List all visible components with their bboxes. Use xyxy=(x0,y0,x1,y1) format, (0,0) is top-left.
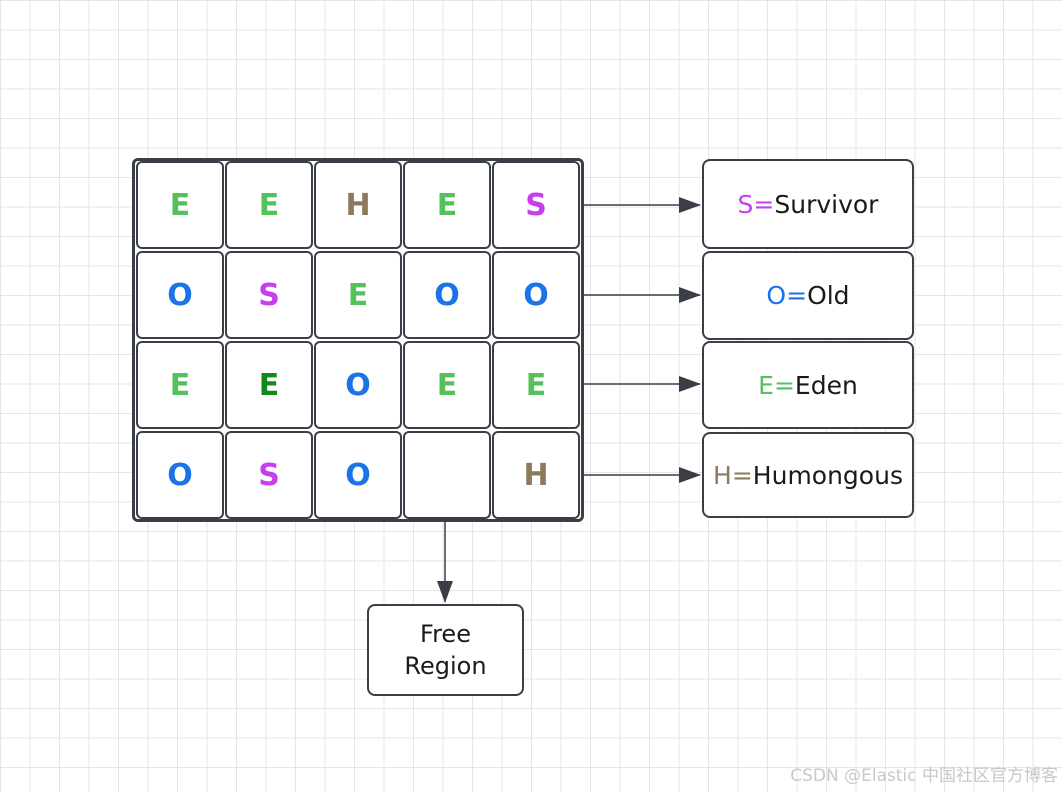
legend-name: Old xyxy=(807,281,850,310)
region-cell-o: O xyxy=(136,431,224,519)
region-cell-e: E xyxy=(225,341,313,429)
legend-name: Survivor xyxy=(774,189,879,219)
legend-key: E xyxy=(758,370,774,400)
region-cell-e: E xyxy=(225,161,313,249)
region-cell-e: E xyxy=(136,341,224,429)
region-cell-e: E xyxy=(314,251,402,339)
region-cell-o: O xyxy=(492,251,580,339)
legend-key: S xyxy=(737,189,754,219)
legend-item-eden: E=Eden xyxy=(702,341,914,429)
legend-key: H xyxy=(713,460,732,490)
region-cell-h: H xyxy=(492,431,580,519)
legend-item-humongous: H=Humongous xyxy=(702,432,914,518)
watermark: CSDN @Elastic 中国社区官方博客 xyxy=(790,766,1058,786)
region-cell-e: E xyxy=(492,341,580,429)
legend-name: Humongous xyxy=(752,460,903,490)
free-region-box: Free Region xyxy=(367,604,524,696)
region-cell-e: E xyxy=(403,161,491,249)
legend-key: O xyxy=(766,281,787,310)
region-cell-h: H xyxy=(314,161,402,249)
region-cell-s: S xyxy=(225,251,313,339)
region-cell-o: O xyxy=(314,431,402,519)
region-cell-o: O xyxy=(136,251,224,339)
region-cell-o: O xyxy=(403,251,491,339)
region-cell-e: E xyxy=(136,161,224,249)
legend-separator: = xyxy=(753,189,775,219)
region-cell-e: E xyxy=(403,341,491,429)
legend-separator: = xyxy=(731,460,753,490)
legend-separator: = xyxy=(773,370,795,400)
legend-item-survivor: S=Survivor xyxy=(702,159,914,249)
legend-item-old: O=Old xyxy=(702,251,914,340)
legend-separator: = xyxy=(786,281,808,310)
region-cell-o: O xyxy=(314,341,402,429)
free-region-label-line2: Region xyxy=(404,652,487,680)
legend-name: Eden xyxy=(794,370,858,400)
region-cell-s: S xyxy=(492,161,580,249)
free-region-cell xyxy=(403,431,491,519)
region-cell-s: S xyxy=(225,431,313,519)
free-region-label-line1: Free xyxy=(420,620,471,648)
